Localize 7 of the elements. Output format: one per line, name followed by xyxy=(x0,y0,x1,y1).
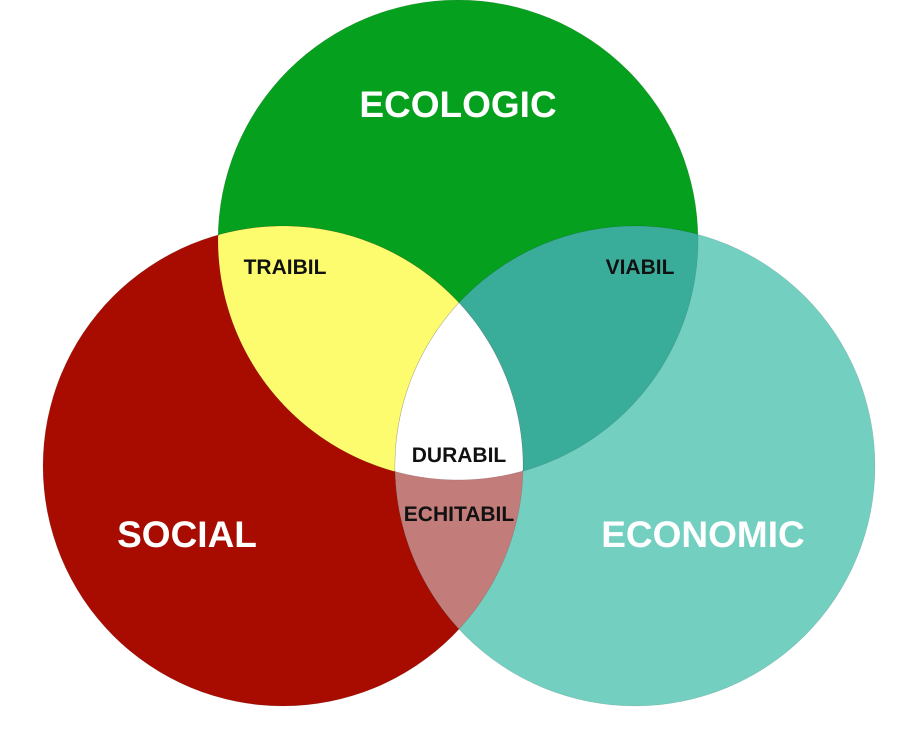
circle-label: SOCIAL xyxy=(117,514,257,556)
region-label: TRAIBIL xyxy=(244,256,326,280)
circle-label: ECONOMIC xyxy=(601,514,805,556)
region-label: DURABIL xyxy=(412,444,506,468)
region-label: VIABIL xyxy=(606,256,674,280)
region-label: ECHITABIL xyxy=(404,502,514,527)
circle-label: ECOLOGIC xyxy=(359,84,557,126)
